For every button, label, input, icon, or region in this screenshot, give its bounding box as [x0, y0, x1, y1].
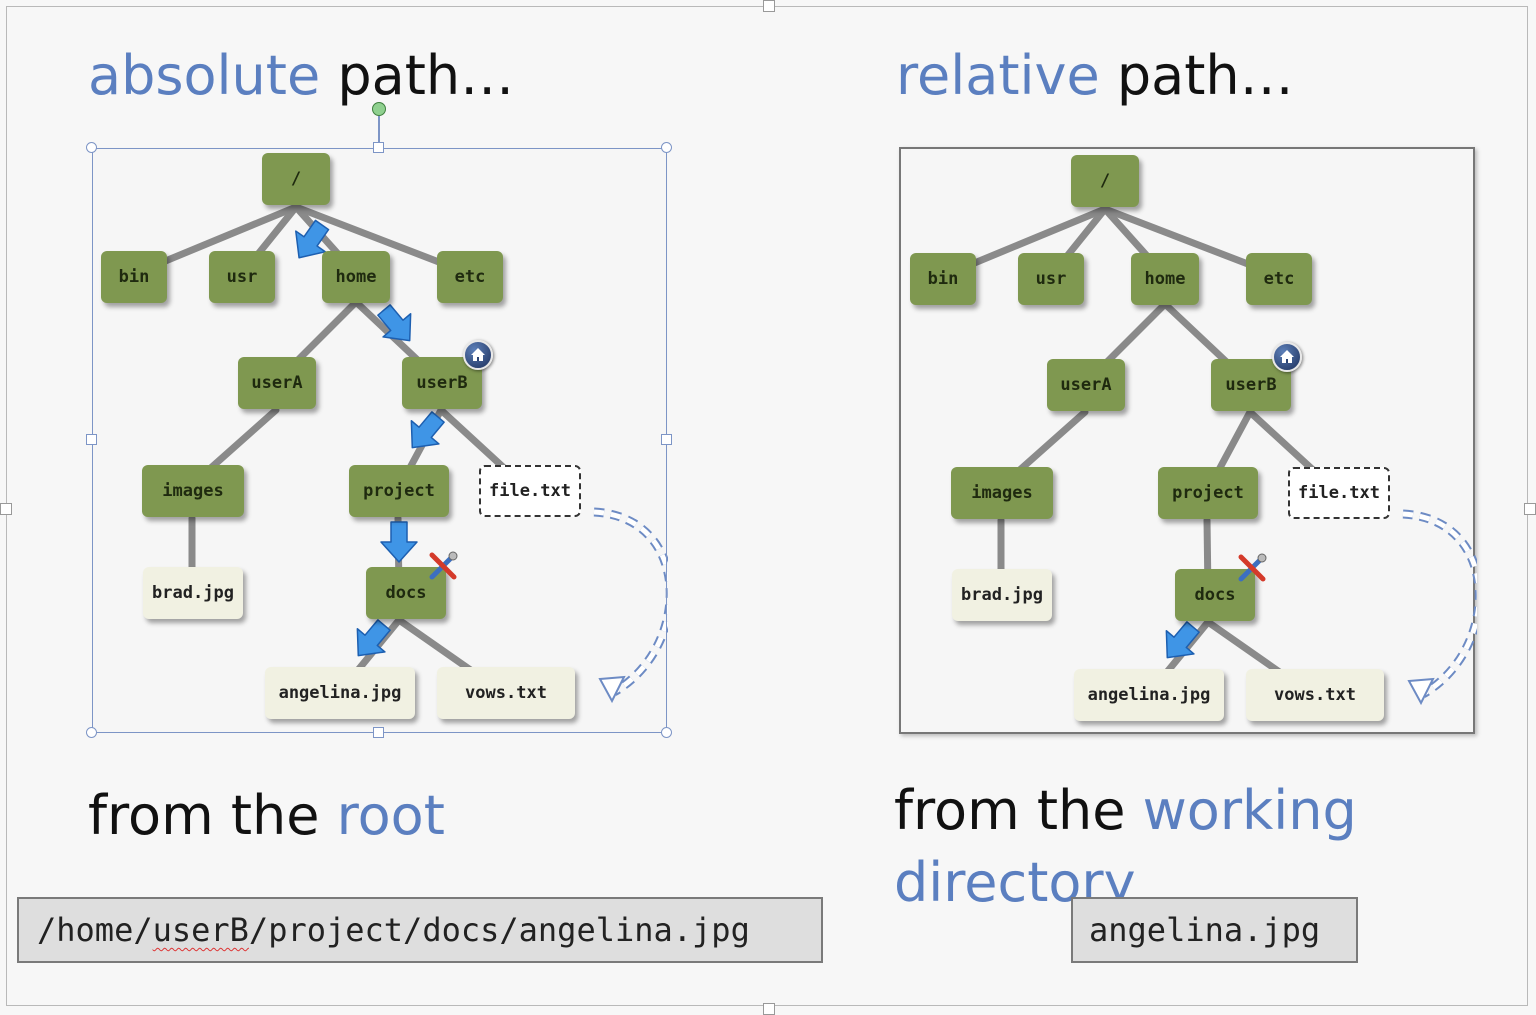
relative-path-text: angelina.jpg	[1089, 911, 1321, 949]
resize-handle-bottom-right[interactable]	[661, 727, 672, 738]
arrow-icon	[380, 521, 418, 563]
resize-handle-bottom[interactable]	[373, 727, 384, 738]
arrow-icon	[356, 619, 391, 657]
node-home: home	[1131, 253, 1199, 305]
node-home: home	[322, 251, 390, 303]
heading-relative-rest: path…	[1099, 44, 1294, 107]
node-usr: usr	[209, 251, 275, 303]
node-images: images	[142, 465, 244, 517]
caption-root-accent: root	[336, 784, 445, 847]
resize-handle-left[interactable]	[86, 434, 97, 445]
node-brad-jpg: brad.jpg	[952, 569, 1052, 621]
resize-handle-right[interactable]	[661, 434, 672, 445]
node-bin: bin	[910, 253, 976, 305]
tree-edges-right	[939, 205, 1477, 706]
tree-edges-left	[130, 203, 668, 704]
node-project: project	[1158, 467, 1258, 519]
node-root: /	[1071, 155, 1139, 207]
node-vows-txt: vows.txt	[437, 667, 575, 719]
absolute-path-post: /project/docs/angelina.jpg	[248, 911, 750, 949]
node-userA: userA	[238, 357, 316, 409]
heading-absolute-accent: absolute	[88, 44, 321, 107]
tools-icon	[1238, 553, 1267, 582]
node-etc: etc	[437, 251, 503, 303]
caption-root-prefix: from the	[88, 784, 337, 847]
heading-absolute-path[interactable]: absolute path…	[88, 44, 514, 108]
slide-resize-handle-top[interactable]	[763, 0, 775, 12]
home-icon	[463, 340, 493, 370]
node-file-txt: file.txt	[479, 465, 581, 517]
absolute-path-spellcheck-word: userB	[152, 911, 249, 949]
home-icon	[1272, 342, 1302, 372]
absolute-path-pre: /home/	[37, 911, 153, 949]
slide-resize-handle-left[interactable]	[0, 503, 12, 515]
node-brad-jpg: brad.jpg	[143, 567, 243, 619]
node-vows-txt: vows.txt	[1246, 669, 1384, 721]
node-project: project	[349, 465, 449, 517]
node-angelina-jpg: angelina.jpg	[265, 667, 415, 719]
node-angelina-jpg: angelina.jpg	[1074, 669, 1224, 721]
tools-icon	[429, 551, 458, 580]
resize-handle-top-right[interactable]	[661, 142, 672, 153]
absolute-path-tree-image[interactable]: / bin usr home etc userA userB images pr…	[92, 147, 668, 734]
relative-path-textbox[interactable]: angelina.jpg	[1071, 897, 1358, 963]
relative-path-tree-image[interactable]: / bin usr home etc userA userB images pr…	[899, 147, 1477, 734]
curved-dashed-arrow-icon	[593, 507, 668, 704]
resize-handle-top-left[interactable]	[86, 142, 97, 153]
slide-resize-handle-bottom[interactable]	[763, 1003, 775, 1015]
rotation-handle[interactable]	[372, 102, 386, 116]
node-file-txt: file.txt	[1288, 467, 1390, 519]
absolute-path-textbox[interactable]: /home/userB/project/docs/angelina.jpg	[17, 897, 823, 963]
arrow-icon	[377, 304, 412, 342]
rotation-handle-stem	[378, 116, 380, 148]
node-root: /	[262, 153, 330, 205]
node-etc: etc	[1246, 253, 1312, 305]
arrow-icon	[295, 219, 330, 259]
caption-from-root[interactable]: from the root	[88, 780, 445, 852]
caption-working-prefix: from the	[894, 779, 1143, 842]
arrow-icon	[1165, 621, 1200, 659]
curved-dashed-arrow-icon	[1402, 509, 1477, 706]
node-bin: bin	[101, 251, 167, 303]
node-images: images	[951, 467, 1053, 519]
caption-working-accent-1: working	[1142, 779, 1357, 842]
resize-handle-top[interactable]	[373, 142, 384, 153]
arrow-icon	[410, 411, 445, 449]
heading-relative-accent: relative	[896, 44, 1100, 107]
slide-resize-handle-right[interactable]	[1524, 503, 1536, 515]
heading-absolute-rest: path…	[320, 44, 515, 107]
heading-relative-path[interactable]: relative path…	[896, 44, 1294, 108]
resize-handle-bottom-left[interactable]	[86, 727, 97, 738]
node-userA: userA	[1047, 359, 1125, 411]
node-usr: usr	[1018, 253, 1084, 305]
